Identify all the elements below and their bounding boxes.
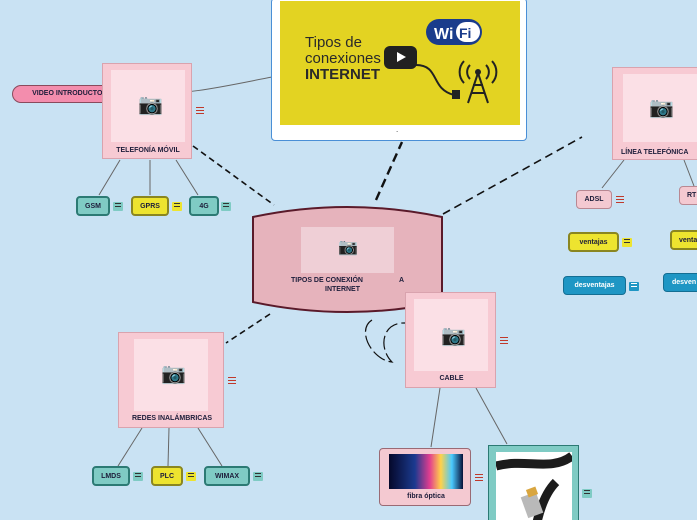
link-central-redes xyxy=(225,313,271,344)
gsm-node[interactable]: GSM xyxy=(76,196,110,216)
cable-coaxial-node[interactable] xyxy=(488,445,579,520)
video-card[interactable]: Tipos de conexiones INTERNET Wi Fi xyxy=(271,0,527,141)
menu-icon[interactable] xyxy=(186,472,196,481)
camera-icon: 📷 xyxy=(138,94,163,116)
fibra-optica-node[interactable]: fibra óptica xyxy=(379,448,471,506)
menu-icon[interactable] xyxy=(196,107,204,114)
link-plc xyxy=(167,427,170,467)
central-label-line2: INTERNET xyxy=(325,286,360,293)
rtc-ventajas-node[interactable]: venta xyxy=(670,230,697,250)
adsl-node[interactable]: ADSL xyxy=(576,190,612,209)
camera-icon: 📷 xyxy=(161,363,186,385)
linea-telefonica-node[interactable]: 📷 LÍNEA TELEFÓNICA xyxy=(612,67,697,160)
menu-icon[interactable] xyxy=(172,202,182,211)
menu-icon[interactable] xyxy=(113,202,123,211)
menu-icon[interactable] xyxy=(475,474,483,481)
menu-icon[interactable] xyxy=(228,377,236,384)
menu-icon[interactable] xyxy=(616,196,624,203)
link-4g xyxy=(175,159,199,196)
link-adsl xyxy=(601,159,625,189)
lmds-node[interactable]: LMDS xyxy=(92,466,130,486)
photo-placeholder xyxy=(134,339,208,411)
link-central-cable xyxy=(365,319,406,363)
antenna-icon xyxy=(458,60,498,104)
fibra-optica-image xyxy=(389,454,463,489)
plc-node[interactable]: PLC xyxy=(151,466,183,486)
svg-text:Wi: Wi xyxy=(434,26,453,43)
cable-plug-icon xyxy=(415,64,460,99)
camera-icon: 📷 xyxy=(649,97,674,119)
rtc-desventajas-node[interactable]: desven xyxy=(663,273,697,292)
link-movil-central xyxy=(192,145,275,206)
node-label: fibra óptica xyxy=(407,493,445,500)
menu-icon[interactable] xyxy=(629,282,639,291)
menu-icon[interactable] xyxy=(622,238,632,247)
link-rtc xyxy=(683,159,695,187)
link-fibra xyxy=(430,387,441,448)
node-label: TELEFONÍA MÓVIL xyxy=(116,147,180,154)
4g-node[interactable]: 4G xyxy=(189,196,219,216)
svg-text:Fi: Fi xyxy=(459,25,471,41)
play-icon xyxy=(397,52,406,62)
link-central-linea xyxy=(442,136,583,215)
camera-icon: 📷 xyxy=(441,325,466,347)
wifi-icon: Wi Fi xyxy=(426,19,482,45)
photo-placeholder xyxy=(414,299,488,371)
link-central-video xyxy=(374,141,404,201)
adsl-desventajas-node[interactable]: desventajas xyxy=(563,276,626,295)
gprs-node[interactable]: GPRS xyxy=(131,196,169,216)
link-wimax xyxy=(197,427,223,467)
menu-icon[interactable] xyxy=(582,489,592,498)
telefonia-movil-node[interactable]: 📷 TELEFONÍA MÓVIL xyxy=(102,63,192,159)
camera-icon: 📷 xyxy=(338,239,358,256)
menu-icon[interactable] xyxy=(221,202,231,211)
play-button[interactable] xyxy=(384,46,417,69)
wimax-node[interactable]: WIMAX xyxy=(204,466,250,486)
photo-placeholder xyxy=(623,74,697,142)
video-thumb-title: Tipos de conexiones INTERNET xyxy=(305,34,381,83)
redes-inalambricas-node[interactable]: 📷 REDES INALÁMBRICAS xyxy=(118,332,224,428)
menu-icon[interactable] xyxy=(500,337,508,344)
link-gsm xyxy=(98,159,121,196)
node-label: CABLE xyxy=(439,375,464,382)
central-shape xyxy=(252,206,443,313)
link-lmds xyxy=(117,427,143,467)
photo-placeholder xyxy=(111,70,185,142)
node-label: LÍNEA TELEFÓNICA xyxy=(621,149,689,156)
menu-icon[interactable] xyxy=(133,472,143,481)
adsl-ventajas-node[interactable]: ventajas xyxy=(568,232,619,252)
menu-icon[interactable] xyxy=(253,472,263,481)
coax-cable-image xyxy=(496,452,572,520)
link-coax xyxy=(475,387,508,445)
cable-node[interactable]: 📷 CABLE xyxy=(405,292,496,388)
rtc-node[interactable]: RT xyxy=(679,186,697,205)
node-label: REDES INALÁMBRICAS xyxy=(131,415,213,422)
video-caption: . xyxy=(396,125,399,134)
video-thumbnail[interactable]: Tipos de conexiones INTERNET Wi Fi xyxy=(280,1,520,125)
